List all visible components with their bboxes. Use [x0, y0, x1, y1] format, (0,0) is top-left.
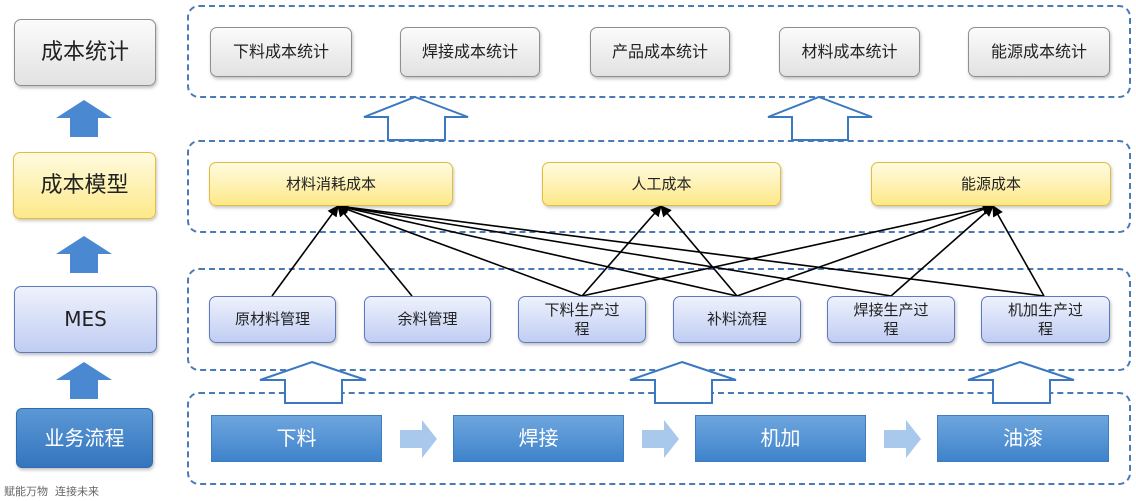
mes-box-welding-process: 焊接生产过 程: [827, 296, 955, 343]
outline-up-arrow-1: [363, 95, 469, 141]
flow-arrow-1: [400, 420, 437, 458]
sidebar-business-process: 业务流程: [16, 408, 153, 468]
flow-arrow-3: [884, 420, 921, 458]
cost-box-material-consumption: 材料消耗成本: [209, 162, 453, 206]
mes-box-raw-material: 原材料管理: [209, 296, 336, 343]
process-box-painting: 油漆: [937, 415, 1109, 462]
mes-box-machining-process: 机加生产过 程: [981, 296, 1110, 343]
flow-arrow-2: [642, 420, 679, 458]
mes-box-cutting-process: 下料生产过 程: [518, 296, 646, 343]
stat-box-product: 产品成本统计: [590, 27, 730, 77]
process-box-welding: 焊接: [453, 415, 624, 462]
process-box-machining: 机加: [695, 415, 866, 462]
stat-box-material: 材料成本统计: [779, 27, 920, 77]
mes-box-remnant: 余料管理: [364, 296, 491, 343]
statistics-layer-container: [187, 5, 1131, 98]
cost-box-energy: 能源成本: [871, 162, 1111, 206]
sidebar-mes: MES: [14, 286, 157, 353]
footer-slogan: 赋能万物 连接未来: [4, 485, 99, 498]
stat-box-energy: 能源成本统计: [968, 27, 1110, 77]
outline-up-arrow-2: [767, 95, 873, 141]
sidebar-up-arrow-1: [56, 100, 112, 137]
stat-box-welding: 焊接成本统计: [400, 27, 540, 77]
stat-box-cutting: 下料成本统计: [210, 27, 352, 77]
outline-up-arrow-5: [967, 360, 1075, 404]
sidebar-cost-model: 成本模型: [13, 152, 156, 219]
process-box-cutting: 下料: [211, 415, 382, 462]
sidebar-up-arrow-3: [56, 362, 112, 399]
sidebar-cost-statistics: 成本统计: [14, 19, 156, 86]
cost-model-layer-container: [187, 140, 1131, 233]
mes-box-replenish: 补料流程: [673, 296, 801, 343]
cost-box-labor: 人工成本: [542, 162, 781, 206]
outline-up-arrow-4: [629, 360, 737, 404]
sidebar-up-arrow-2: [56, 236, 112, 273]
outline-up-arrow-3: [259, 360, 367, 404]
